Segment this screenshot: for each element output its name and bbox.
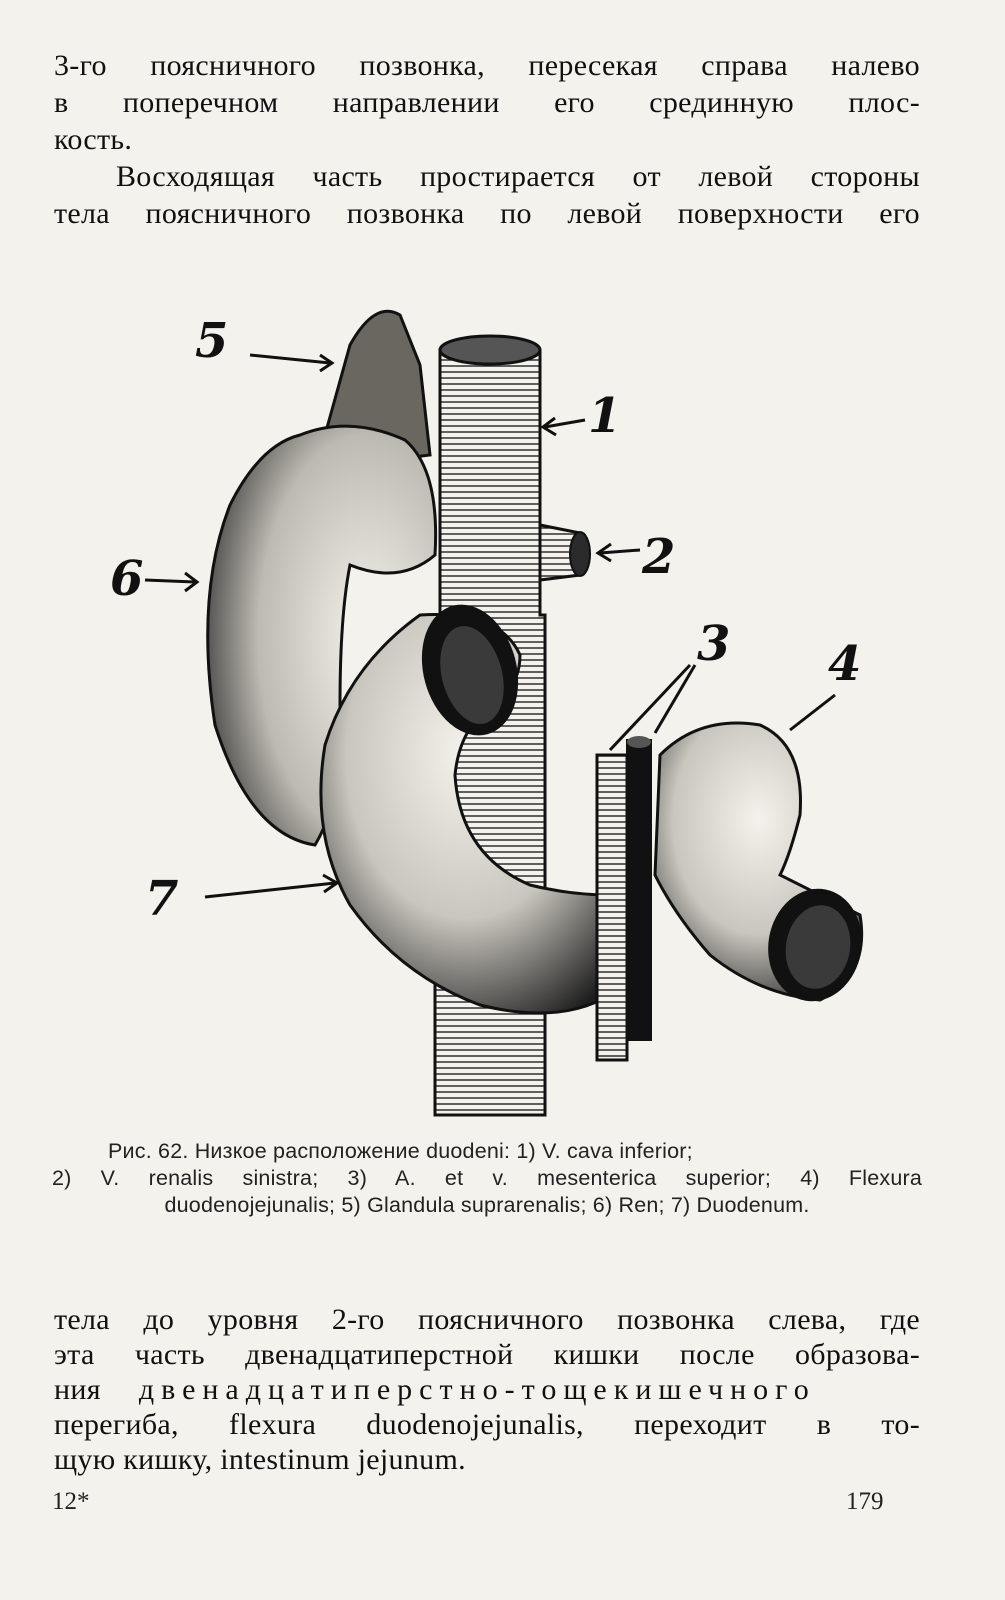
text-line: в поперечном направлении его срединную п… [54, 86, 920, 119]
arrow-label-4 [789, 693, 836, 732]
figure-label-3: 3 [697, 616, 730, 672]
text-line: Восходящая часть простирается от левой с… [116, 160, 920, 193]
page-number: 179 [846, 1488, 884, 1515]
text-line: тела поясничного позвонка по левой повер… [54, 197, 920, 230]
caption-line: Рис. 62. Низкое расположение duodeni: 1)… [108, 1139, 693, 1163]
signature-mark: 12* [52, 1488, 90, 1515]
mesenteric-vessels [595, 736, 652, 1062]
arrow-label-7 [204, 881, 336, 899]
text-fragment: ния [54, 1373, 101, 1406]
top-text-block: 3-го поясничного позвонка, пересекая спр… [54, 48, 920, 231]
spaced-term: двенадцатиперстно-тощекишечного [138, 1373, 816, 1406]
text-line: перегиба, flexura duodenojejunalis, пере… [54, 1408, 920, 1441]
text-line: щую кишку, intestinum jejunum. [54, 1443, 466, 1476]
renal-vein [538, 523, 591, 582]
caption-line: duodenojejunalis; 5) Glandula suprarenal… [164, 1193, 810, 1217]
figure-label-6: 6 [110, 551, 143, 607]
figure-label-5: 5 [195, 313, 228, 369]
adrenal-gland [323, 309, 432, 462]
figure-label-1: 1 [588, 388, 621, 444]
anatomical-figure: 5 1 2 6 3 4 7 [110, 309, 864, 1117]
figure-label-2: 2 [641, 529, 675, 585]
arrow-label-5 [249, 353, 331, 365]
bottom-text-block: тела до уровня 2-го поясничного позвонка… [54, 1302, 920, 1477]
text-line: эта часть двенадцатиперстной кишки после… [54, 1338, 920, 1371]
figure-caption: Рис. 62. Низкое расположение duodeni: 1)… [52, 1138, 922, 1219]
figure-label-7: 7 [145, 871, 178, 927]
text-line: ния двенадцатиперстно-тощекишечного [54, 1372, 920, 1407]
arrow-label-1 [544, 418, 586, 429]
text-line: кость. [54, 123, 133, 156]
arrow-label-6 [144, 578, 196, 584]
text-line: тела до уровня 2-го поясничного позвонка… [54, 1303, 920, 1336]
caption-line: 2) V. renalis sinistra; 3) A. et v. mese… [52, 1166, 922, 1190]
arrow-label-2 [599, 548, 641, 555]
arrow-label-3a [608, 663, 692, 752]
text-line: 3-го поясничного позвонка, пересекая спр… [54, 49, 920, 82]
arrow-label-3b [653, 664, 697, 734]
figure-label-4: 4 [828, 636, 861, 692]
